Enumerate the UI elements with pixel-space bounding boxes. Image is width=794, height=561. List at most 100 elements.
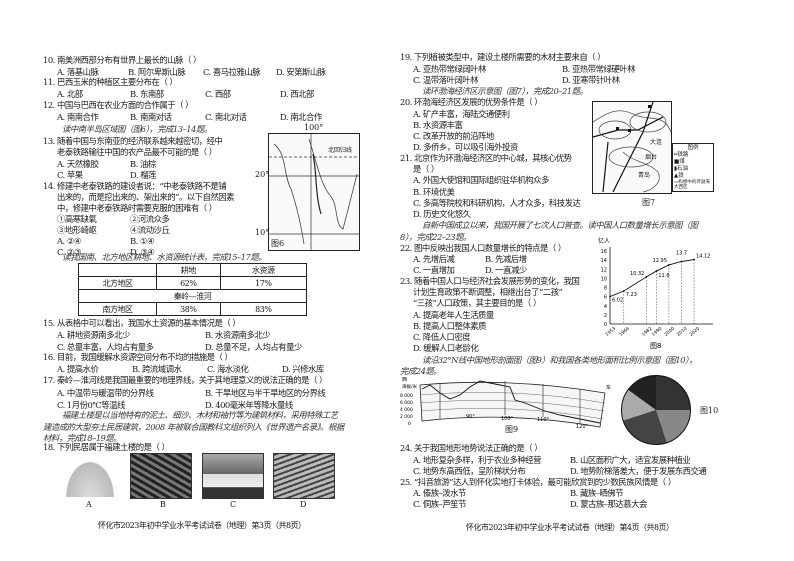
instruction: 读我国南、北方地区耕地、水资源统计表，完成15–17题。 [62,252,267,262]
option: A. 亚热带常绿阔叶林 [413,64,486,74]
legend-label: 煤 [679,159,685,165]
y-tick-label: 4 [604,304,607,310]
dwelling-image-d [273,453,335,499]
x-tick-label: 1964 [618,326,631,338]
option: A. 外国大使馆和国际组织驻华机构众多 [413,175,549,185]
cell: 62% [156,276,221,290]
question-18: 18. 下列民居属于福建土楼的是（ ） [43,442,170,452]
question-23-cont: 计划生育政策不断调整，相继出台了“二孩” [413,287,563,297]
question-24: 24. 关于我国地形地势说法正确的是（ ） [400,443,543,453]
image-label: C [230,500,237,509]
legend-railway: ━铁路 [674,152,712,159]
coal-icon: ■ [674,159,680,165]
option: B. 水资源南多北少 [205,330,271,340]
table-header-row: 耕地 水资源 [78,263,308,277]
option: D. 多侨乡，可以吸引海外投资 [413,142,518,152]
population-line [609,259,695,297]
place-label: 烟台 [645,154,658,161]
option: D. 兴修水库 [282,364,324,374]
y-tick: 8 000 [400,393,413,399]
item: ③地形崎岖 [57,225,97,235]
question-22: 22. 图中反映出我国人口数量增长的特点是（ ） [400,243,566,253]
item: ②河流众多 [130,214,170,224]
option: C. 南北对话 [205,112,247,122]
option: C. 总量丰富，人均占有量多 [57,342,154,352]
page-footer: 怀化市2023年初中学业水平考试试卷（地理）第3页（共8页） [98,521,306,530]
figure-7-map [592,101,672,194]
x-tick-label: 2010 [676,326,689,338]
data-label: 7.23 [626,292,637,298]
y-tick: 0 [408,421,411,427]
west-label: 西 [402,377,407,383]
figure-10-terrain-pie [621,375,691,445]
legend-coal: ■煤 [674,159,712,166]
legend-zone: ▭构想中的环渤海大西区 [674,180,712,190]
longitude-label: 110° [537,417,550,423]
item: ①高寒缺氧 [57,214,97,224]
data-label: 12.95 [653,258,667,264]
question-21-cont: 是（ ） [413,164,439,174]
question-12: 12. 中国与巴西在农业方面的合作属于（ ） [43,100,194,110]
option: D. 亚寒带针叶林 [562,75,620,85]
instruction: 读中南半岛区域图（图6），完成13–14题。 [62,124,212,134]
option: C. 一直增加 [413,265,455,275]
material-text: 福建土楼是以当地特有的泥土、细沙、木材和袖竹等为建筑材料，采用特殊工艺 [62,410,338,420]
option: B. 山区面积广大，适宜发展种植业 [570,455,691,465]
option: D. 安第斯山脉 [276,67,326,77]
igloo-image [60,453,120,497]
option: A. 矿产丰富，海陆交通便利 [413,109,510,119]
tropic-label: 北回归线 [328,147,353,154]
option: D. 南北合作 [280,112,322,122]
legend-title: 图例 [687,145,699,151]
y-tick-label: 6 [604,295,607,301]
option: B. 藏族–晒佛节 [570,488,624,498]
dwelling-image-b [130,453,192,499]
material-text: 材料，完成18–19题。 [43,433,122,443]
longitude-label: 100° [501,416,514,422]
option: B. 南南对话 [130,112,172,122]
question-13: 13. 随着中国与东南亚的经济联系越来越密切，经中 [43,136,223,146]
y-axis-label: 海拔/米 [402,383,418,390]
option: C. 地势东高西低，呈阶梯状分布 [413,466,526,476]
option: A. 落基山脉 [57,67,99,77]
header-cell: 耕地 [156,263,221,277]
question-23-cont: “三孩”人口政策，其主要目的是（ ） [413,298,541,308]
data-label: 6.02 [612,298,623,304]
cell: 83% [219,302,308,316]
cell: 北方地区 [78,276,157,290]
data-label: 11.6 [658,273,669,279]
question-23: 23. 随着中国人口与经济社会发展形势的变化，我国 [400,276,580,286]
data-label: 13.7 [676,250,687,256]
question-16: 16. 目前，我国缓解水资源空间分布不均的措施是（ ） [43,352,233,362]
y-tick-label: 8 [604,286,607,292]
railway-icon: ━ [674,152,678,158]
option: A. ②④ [57,236,81,246]
iron-icon: ▲ [674,173,679,179]
option: C. 侗族–芦笙节 [413,499,467,509]
option: C. ②③ [57,247,81,257]
yurt-image [202,453,264,499]
option: A. 提高老年人生活质量 [413,310,494,320]
question-14: 14. 修建中老泰铁路的建设者说：“中老泰铁路不是铺 [43,181,227,191]
option: C. 苹果 [57,170,83,180]
question-13-cont: 老泰铁路输往中国的农产品最不可能的是（ ） [57,147,217,157]
question-15: 15. 从表格中可以看出，我国水土资源的基本情况是（ ） [43,318,241,328]
cell: 秦岭—淮河 [78,289,307,303]
material-text: 建造成的大型夯土民居建筑，2008 年被联合国教科文组织列入《世界遗产名录》。根… [43,422,344,432]
option: D. 缓解人口老龄化 [413,343,479,353]
instruction: 8），完成22–23题。 [400,232,471,242]
figure-6-map [268,133,360,251]
question-17: 17. 秦岭—淮河线是我国最重要的地理界线，关于其地理意义的说法正确的是（ ） [43,375,327,385]
option: B. 东南部 [130,89,164,99]
legend-oil: ▮石油 [674,166,712,173]
data-label: 14.12 [696,254,710,260]
y-tick-label: 14 [601,258,607,264]
figure-6-caption: 图6 [271,239,285,248]
option: C. 降低人口密度 [413,332,471,342]
page-footer: 怀化市2023年初中学业水平考试试卷（地理）第4页（共8页） [466,523,674,532]
instruction: 读环渤海经济区示意图（图7），完成20–21题。 [422,86,588,96]
image-label: B [160,500,166,509]
header-cell [78,263,157,277]
option: C. 西部 [205,89,231,99]
option: D. 西北部 [280,89,314,99]
